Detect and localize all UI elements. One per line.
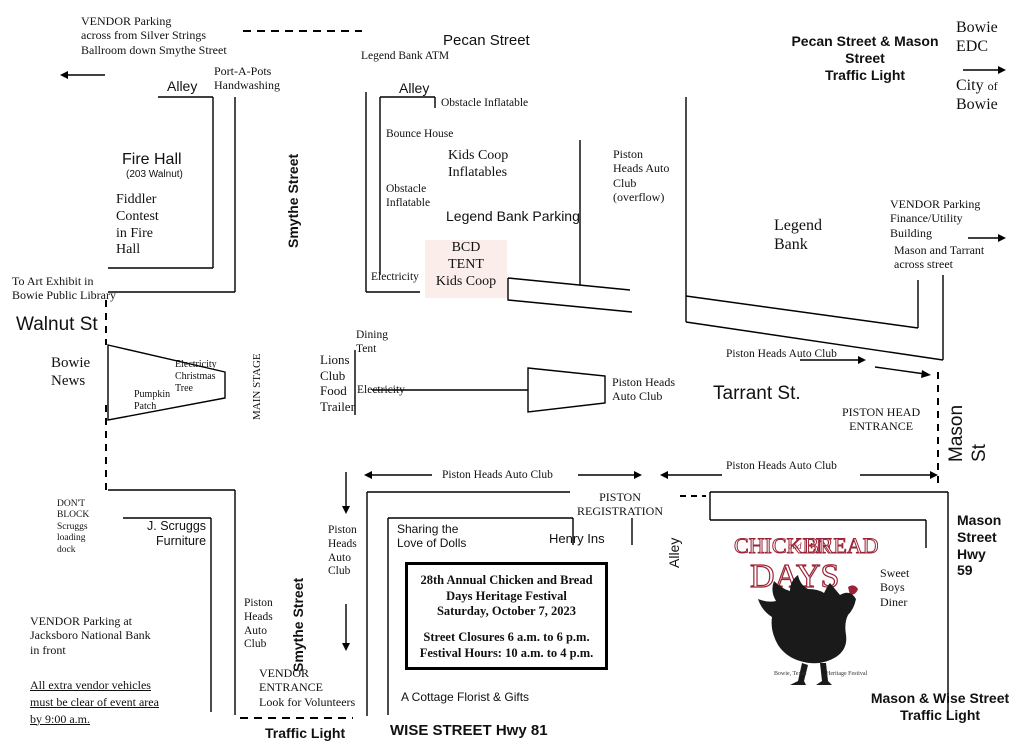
notice-line-2: Days Heritage Festival bbox=[446, 588, 567, 603]
bcd-tent-area bbox=[425, 240, 507, 298]
fire-hall: Fire Hall bbox=[122, 151, 182, 168]
port-a-pots: Port-A-Pots Handwashing bbox=[214, 64, 280, 93]
rooster-icon: CHICKEN and BREAD DAYS Bowie, Texas Heri… bbox=[734, 533, 879, 685]
mason-street-label: Mason St bbox=[946, 404, 990, 462]
notice-line-3: Saturday, October 7, 2023 bbox=[436, 604, 576, 619]
festival-notice-box: 28th Annual Chicken and Bread Days Herit… bbox=[405, 562, 608, 670]
alley-label-bottom: Alley bbox=[666, 537, 682, 568]
piston-head-entrance: PISTON HEAD ENTRANCE bbox=[842, 405, 921, 434]
fire-hall-address: (203 Walnut) bbox=[126, 169, 183, 180]
bounce-house: Bounce House bbox=[386, 128, 454, 140]
mason-and-tarrant: Mason and Tarrant across street bbox=[894, 243, 985, 272]
lions-club-food-trailer: Lions Club Food Trailer bbox=[320, 352, 355, 414]
obstacle-inflatable-side: Obstacle Inflatable bbox=[386, 183, 431, 209]
legend-bank-atm: Legend Bank ATM bbox=[361, 50, 450, 62]
obstacle-inflatable-top: Obstacle Inflatable bbox=[441, 97, 529, 109]
alley-label-top-left: Alley bbox=[167, 78, 198, 94]
bowie-news: Bowie News bbox=[51, 355, 91, 389]
vendor-parking-finance: VENDOR Parking Finance/Utility Building bbox=[890, 197, 981, 240]
bowie-edc: Bowie EDC bbox=[956, 19, 998, 56]
notice-gap bbox=[408, 620, 605, 630]
j-scruggs-furniture: J. Scruggs Furniture bbox=[147, 519, 207, 548]
mason-wise-traffic-light: Mason & Wise Street Traffic Light bbox=[870, 690, 1010, 723]
piston-registration: PISTON REGISTRATION bbox=[577, 490, 663, 519]
piston-heads-smythe-2: Piston Heads Auto Club bbox=[244, 597, 273, 651]
electricity-christmas-tree: Electricity Christmas Tree bbox=[175, 359, 217, 394]
legend-bank: Legend Bank bbox=[774, 217, 822, 254]
pumpkin-patch: Pumpkin Patch bbox=[134, 389, 171, 412]
piston-heads-overflow: Piston Heads Auto Club (overflow) bbox=[613, 147, 670, 205]
piston-heads-arrow-right: Piston Heads Auto Club bbox=[726, 460, 837, 472]
henry-ins: Henry Ins bbox=[549, 531, 605, 546]
piston-heads-arrow-left: Piston Heads Auto Club bbox=[442, 469, 553, 481]
logo-bread-text: BREAD bbox=[804, 533, 878, 558]
main-stage: MAIN STAGE bbox=[251, 353, 263, 420]
legend-bank-parking: Legend Bank Parking bbox=[446, 208, 580, 224]
notice-line-4: Street Closures 6 a.m. to 6 p.m. bbox=[423, 629, 590, 644]
smythe-street-label-bottom: Smythe Street bbox=[290, 577, 306, 672]
notice-line-1: 28th Annual Chicken and Bread bbox=[420, 573, 593, 587]
electricity-bcd: Electricity bbox=[371, 271, 419, 283]
wise-street-label: WISE STREET Hwy 81 bbox=[390, 722, 548, 739]
pecan-street-label: Pecan Street bbox=[443, 32, 530, 49]
piston-heads-arrow-upper: Piston Heads Auto Club bbox=[726, 348, 837, 360]
mason-street-hwy-59: Mason Street Hwy 59 bbox=[957, 512, 1002, 579]
alley-label-top-center: Alley bbox=[399, 80, 430, 96]
bcd-tent: BCD TENT Kids Coop bbox=[435, 240, 497, 289]
cottage-florist: A Cottage Florist & Gifts bbox=[401, 690, 530, 704]
piston-heads-tent: Piston Heads Auto Club bbox=[612, 375, 675, 404]
vendor-parking-top: VENDOR Parking across from Silver String… bbox=[81, 14, 227, 57]
vendor-parking-jacksboro: VENDOR Parking at Jacksboro National Ban… bbox=[30, 614, 151, 657]
piston-heads-smythe-1: Piston Heads Auto Club bbox=[328, 524, 357, 578]
logo-location-text: Bowie, Texas bbox=[774, 671, 807, 677]
chicken-bread-days-logo: CHICKEN and BREAD DAYS Bowie, Texas Heri… bbox=[728, 525, 879, 695]
electricity-lions: Electricity bbox=[357, 384, 405, 396]
logo-chicken-text: CHICKEN bbox=[734, 533, 832, 558]
fiddler-contest: Fiddler Contest in Fire Hall bbox=[116, 192, 159, 258]
vendor-entrance: VENDOR ENTRANCE Look for Volunteers bbox=[259, 666, 356, 709]
notice-line-5: Festival Hours: 10 a.m. to 4 p.m. bbox=[419, 645, 594, 660]
dining-tent: Dining Tent bbox=[356, 329, 388, 355]
pecan-mason-traffic-light: Pecan Street & Mason Street Traffic Ligh… bbox=[791, 33, 939, 83]
walnut-street-label: Walnut St bbox=[16, 314, 98, 335]
traffic-light-bottom-left: Traffic Light bbox=[265, 725, 346, 741]
kids-coop-inflatables: Kids Coop Inflatables bbox=[448, 148, 509, 180]
smythe-street-label-top: Smythe Street bbox=[285, 153, 301, 248]
art-exhibit: To Art Exhibit in Bowie Public Library bbox=[12, 274, 116, 303]
dont-block-scruggs: DON'T BLOCK Scruggs loading dock bbox=[57, 499, 90, 555]
tarrant-street-label: Tarrant St. bbox=[713, 383, 801, 404]
sharing-the-love-of-dolls: Sharing the Love of Dolls bbox=[397, 522, 467, 551]
sweet-boys-diner: Sweet Boys Diner bbox=[880, 566, 910, 609]
logo-and-text: and bbox=[788, 541, 802, 551]
logo-subtitle-text: Heritage Festival bbox=[826, 671, 867, 677]
